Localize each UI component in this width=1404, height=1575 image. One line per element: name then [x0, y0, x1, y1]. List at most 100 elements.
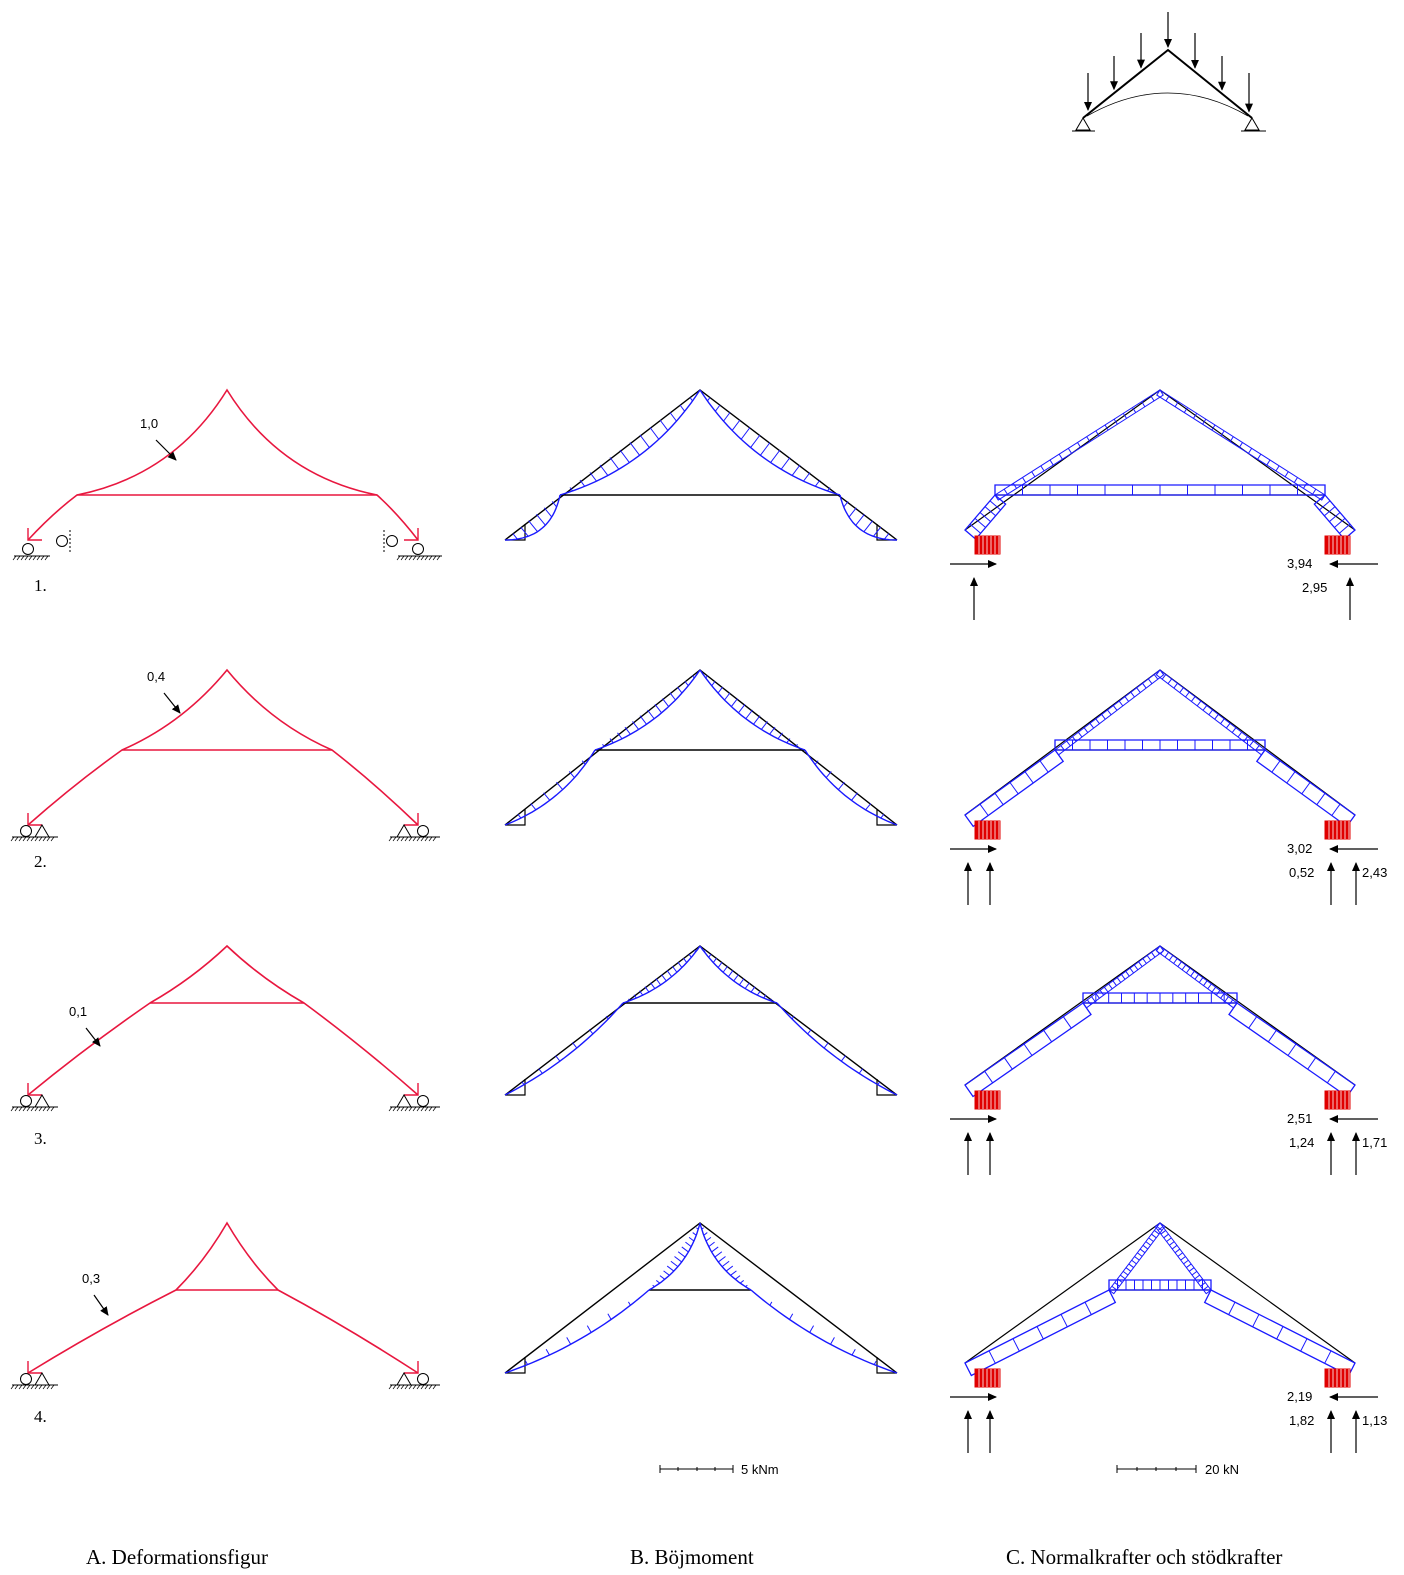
- hatch-line: [1257, 453, 1262, 460]
- support-post: [404, 813, 419, 826]
- hatch-line: [865, 803, 872, 811]
- hatch-line: [1214, 714, 1219, 720]
- hatch-line: [628, 998, 631, 1001]
- hatch-line: [1062, 1016, 1072, 1029]
- hatch-line: [528, 520, 538, 532]
- hatch-line: [708, 1241, 715, 1247]
- hatch-line: [1329, 512, 1341, 522]
- hatch-line: [1161, 674, 1167, 680]
- hatch-line: [1142, 958, 1147, 964]
- hatch-line: [738, 703, 746, 714]
- hatch-line: [579, 479, 586, 487]
- hatch-line: [1086, 999, 1092, 1005]
- ground-hatch: [404, 555, 409, 561]
- hatch-line: [1072, 736, 1077, 742]
- hatch-line: [688, 1236, 695, 1242]
- normal-force-diagram-row-1: 3,942,95: [950, 389, 1378, 620]
- hatch-line: [605, 1015, 609, 1020]
- roller-icon: [20, 825, 32, 837]
- ground-hatch: [400, 1106, 405, 1112]
- hatch-line: [555, 1055, 561, 1062]
- hatch-line: [599, 464, 609, 476]
- hatch-line: [1024, 771, 1034, 784]
- hatch-line: [1067, 448, 1072, 454]
- hatch-line: [1104, 424, 1109, 431]
- hatch-line: [1003, 488, 1008, 495]
- hatch-line: [756, 990, 761, 996]
- hatch-line: [979, 512, 991, 522]
- hatch-line: [1203, 1285, 1209, 1291]
- ground-hatch: [22, 1106, 27, 1112]
- hatch-line: [1091, 996, 1096, 1002]
- hatch-line: [877, 1081, 881, 1085]
- ground-hatch: [24, 555, 29, 561]
- hatch-line: [1066, 740, 1071, 747]
- hatch-line: [769, 1301, 773, 1306]
- ground-hatch: [388, 836, 393, 842]
- ground-hatch: [12, 555, 17, 561]
- hatch-line: [1040, 465, 1045, 472]
- hatch-line: [520, 526, 529, 537]
- hatch-line: [1139, 1248, 1146, 1254]
- moment-scale-label: 5 kNm: [741, 1462, 779, 1477]
- ground-hatch: [38, 1384, 43, 1390]
- ground-hatch: [424, 1384, 429, 1390]
- pin-support-icon: [1075, 117, 1091, 131]
- hatch-line: [1183, 1259, 1189, 1265]
- hatch-line: [1181, 964, 1187, 971]
- deformation-diagram-row-1: 1,0 1.: [12, 388, 442, 595]
- roller-icon: [20, 1373, 32, 1385]
- hatch-line: [1103, 986, 1109, 993]
- hatch-line: [1211, 424, 1216, 431]
- hatch-line: [1148, 1237, 1154, 1242]
- horizontal-reaction-value: 2,51: [1287, 1111, 1312, 1126]
- hatch-line: [586, 1325, 592, 1333]
- deflection-value-label: 1,0: [140, 416, 158, 431]
- hatch-line: [545, 1349, 550, 1356]
- ground-hatch: [424, 1106, 429, 1112]
- hatch-line: [1171, 1244, 1178, 1250]
- moment-curve: [504, 749, 596, 826]
- hatch-line: [1131, 1259, 1137, 1265]
- hatch-line: [521, 1081, 525, 1085]
- hatch-line: [1168, 955, 1174, 961]
- ground-hatch: [392, 1384, 397, 1390]
- hatch-line: [823, 1042, 829, 1049]
- hatch-line: [672, 966, 678, 973]
- hatch-line: [639, 990, 644, 996]
- hatch-line: [512, 533, 518, 540]
- hatch-line: [1179, 687, 1184, 693]
- roof-chord: [504, 389, 898, 541]
- ground-hatch: [428, 555, 433, 561]
- hatch-line: [1334, 517, 1346, 528]
- hatch-line: [1243, 736, 1248, 742]
- hatch-line: [1095, 993, 1100, 999]
- deflection-pointer-arrow: [93, 1294, 109, 1316]
- horizontal-reaction-value: 3,94: [1287, 556, 1312, 571]
- hatch-line: [1271, 760, 1281, 773]
- row-number-label: 1.: [34, 576, 47, 595]
- hatch-line: [624, 726, 631, 735]
- support-normal-block: [974, 820, 1001, 840]
- hatch-line: [780, 457, 791, 470]
- hatch-line: [1009, 782, 1019, 795]
- hatch-line: [1086, 436, 1091, 442]
- hatch-line: [711, 681, 716, 687]
- support-post: [27, 1361, 42, 1374]
- hatch-line: [689, 397, 693, 402]
- hatch-line: [1147, 678, 1153, 684]
- moment-curve: [504, 1289, 650, 1374]
- hatch-line: [1128, 1263, 1134, 1268]
- horizontal-reaction-value: 3,02: [1287, 841, 1312, 856]
- deformation-column: 1,01.0,42.0,13.0,34.: [10, 388, 442, 1426]
- ground-hatch: [46, 1106, 51, 1112]
- hatch-line: [1116, 977, 1122, 983]
- hatch-line: [1130, 691, 1135, 698]
- force-scale-label: 20 kN: [1205, 1462, 1239, 1477]
- hatch-line: [666, 1265, 675, 1272]
- moment-curve: [804, 749, 898, 826]
- deflection-pointer-arrow: [85, 1027, 101, 1047]
- hatch-line: [655, 1280, 661, 1284]
